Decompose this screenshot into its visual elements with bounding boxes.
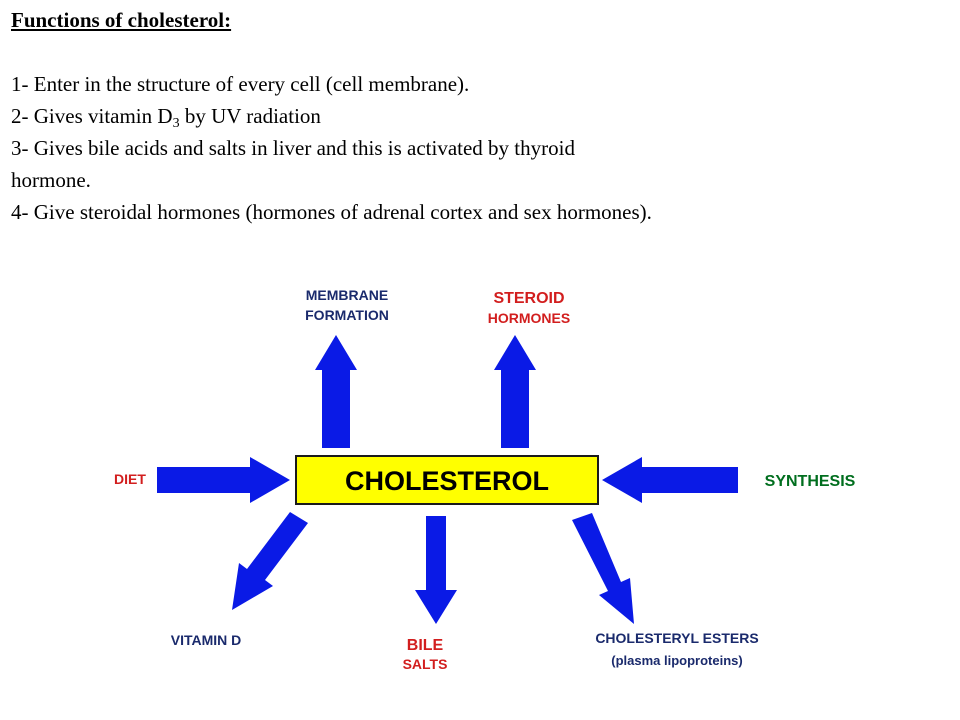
function-item-2-text: 2- Gives vitamin D <box>11 104 173 128</box>
function-item-3: 3- Gives bile acids and salts in liver a… <box>11 136 575 160</box>
steroid-hormones-label-line2: HORMONES <box>488 310 570 326</box>
membrane-formation-label-line2: FORMATION <box>305 307 389 323</box>
bile-salts-label-line2: SALTS <box>403 656 448 672</box>
function-item-1: 1- Enter in the structure of every cell … <box>11 72 470 96</box>
arrow-to-bile-salts <box>415 516 457 624</box>
function-item-3-continued: hormone. <box>11 168 91 192</box>
function-item-2: 2- Gives vitamin D3 by UV radiation <box>11 100 911 132</box>
arrow-to-membrane-formation <box>315 335 357 448</box>
arrow-from-diet <box>157 457 290 503</box>
steroid-hormones-label-line1: STEROID <box>493 290 564 307</box>
page-title: Functions of cholesterol: <box>11 8 232 32</box>
function-item-2-text-end: by UV radiation <box>179 104 321 128</box>
membrane-formation-label-line1: MEMBRANE <box>306 287 388 303</box>
function-item-4: 4- Give steroidal hormones (hormones of … <box>11 200 652 224</box>
bile-salts-label-line1: BILE <box>407 637 444 654</box>
cholesterol-box <box>295 455 599 505</box>
synthesis-label: SYNTHESIS <box>765 473 856 490</box>
arrows <box>157 335 738 624</box>
arrow-to-cholesteryl-esters <box>572 513 634 624</box>
arrow-to-vitamin-d <box>232 512 308 610</box>
arrow-from-synthesis <box>602 457 738 503</box>
function-item-2-subscript: 3 <box>172 116 180 131</box>
arrow-to-steroid-hormones <box>494 335 536 448</box>
cholesterol-label: CHOLESTEROL <box>345 466 549 496</box>
functions-text: Functions of cholesterol: 1- Enter in th… <box>11 4 911 228</box>
cholesteryl-esters-label-line2: (plasma lipoproteins) <box>611 653 742 668</box>
cholesteryl-esters-label-line1: CHOLESTERYL ESTERS <box>595 630 758 646</box>
diet-label: DIET <box>114 471 146 487</box>
vitamin-d-label: VITAMIN D <box>171 632 242 648</box>
